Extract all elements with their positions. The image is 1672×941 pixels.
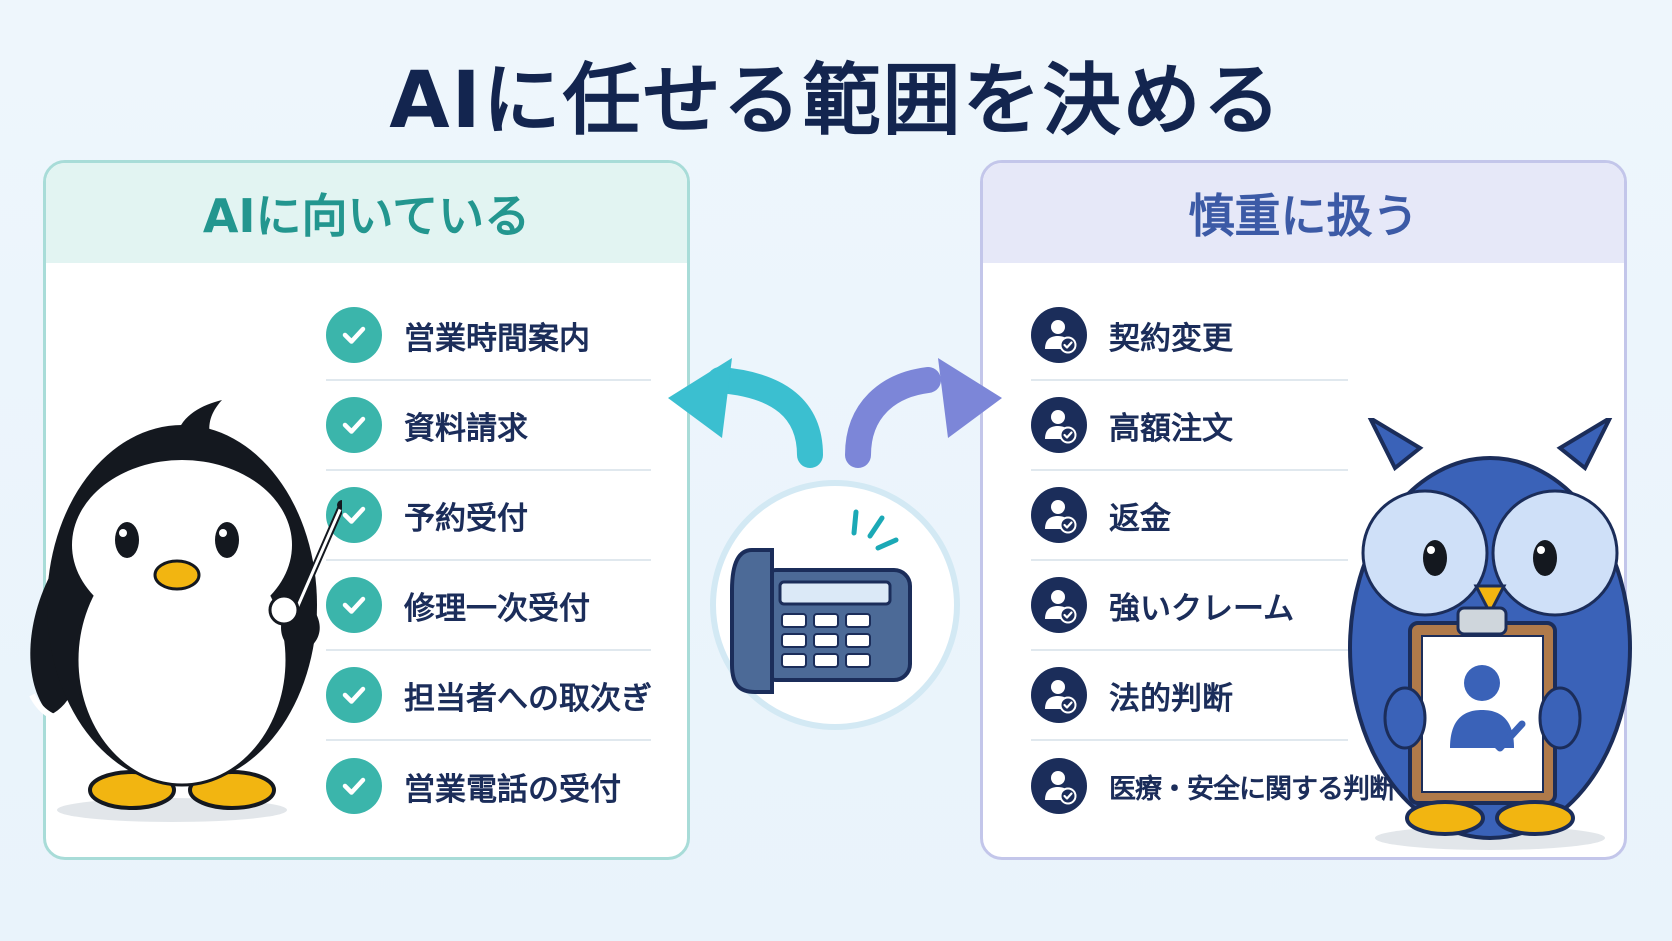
item-label: 修理一次受付 [404,590,590,627]
page-title: AIに任せる範囲を決める [389,56,1283,146]
item-label: 営業電話の受付 [404,771,621,808]
item-label: 医療・安全に関する判断 [1109,773,1396,805]
item-label: 高額注文 [1109,410,1233,447]
item-label: 資料請求 [404,410,528,447]
list-item: 返金 [1031,471,1348,561]
check-icon [326,667,382,723]
item-label: 強いクレーム [1109,590,1295,627]
item-label: 担当者への取次ぎ [404,680,652,717]
person-check-icon [1031,667,1087,723]
item-label: 営業時間案内 [404,320,590,357]
item-label: 返金 [1109,500,1171,537]
list-item: 予約受付 [326,471,651,561]
list-item: 担当者への取次ぎ [326,651,652,741]
list-item: 契約変更 [1031,291,1348,381]
item-label: 契約変更 [1109,320,1233,357]
check-icon [326,397,382,453]
ai-suitable-list: 営業時間案内 資料請求 予約受付 修理一次受付 担当者への取次ぎ 営業電話の受付 [326,291,652,831]
list-item: 修理一次受付 [326,561,651,651]
item-label: 法的判断 [1109,680,1233,717]
desk-phone-icon [730,509,912,694]
list-item: 営業電話の受付 [326,741,651,831]
person-check-icon [1031,397,1087,453]
check-icon [326,577,382,633]
check-icon [326,758,382,814]
center-phone-area [660,350,1010,750]
person-check-icon [1031,307,1087,363]
list-item: 強いクレーム [1031,561,1348,651]
careful-handling-heading: 慎重に扱う [983,163,1624,263]
careful-handling-list: 契約変更 高額注文 返金 強いクレーム 法的判断 医療・安全に関する判断 [1031,291,1396,831]
ai-suitable-heading: AIに向いている [46,163,687,263]
list-item: 高額注文 [1031,381,1348,471]
owl-icon [1348,418,1632,850]
person-check-icon [1031,487,1087,543]
list-item: 法的判断 [1031,651,1348,741]
check-icon [326,307,382,363]
penguin-icon [29,400,342,822]
list-item: 医療・安全に関する判断 [1031,741,1396,831]
person-check-icon [1031,577,1087,633]
list-item: 資料請求 [326,381,651,471]
list-item: 営業時間案内 [326,291,651,381]
person-check-icon [1031,758,1087,814]
item-label: 予約受付 [404,500,528,537]
